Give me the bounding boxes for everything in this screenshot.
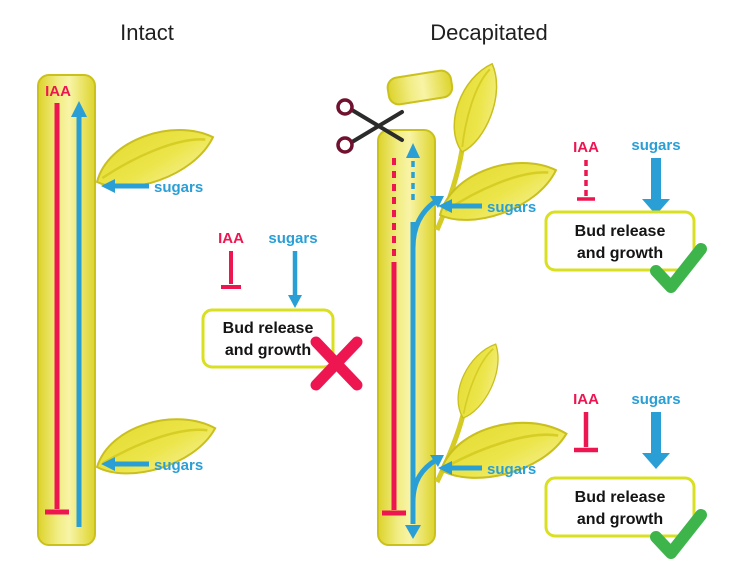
check-icon [650, 243, 707, 293]
schema-iaa-label: IAA [218, 230, 244, 247]
intact-title: Intact [120, 20, 174, 45]
leaf-vein [101, 138, 206, 180]
bud-box-line2: and growth [577, 245, 663, 262]
bud-box-line2: and growth [225, 342, 311, 359]
sugars-dashed-up-arrow [406, 143, 420, 200]
upper-bud-leaf-up [453, 62, 498, 153]
cross-icon [310, 336, 363, 391]
lower-bud-schema: IAA sugars Bud release and growth [544, 391, 707, 559]
bud-box-line1: Bud release [223, 320, 314, 337]
sugars-thick-down-arrow [642, 412, 670, 469]
intact-stem-iaa-label: IAA [45, 83, 71, 100]
iaa-residual-inhibition-line [382, 262, 406, 516]
schema-sugars-label: sugars [268, 230, 317, 247]
sugars-branch-to-lower-bud [410, 455, 444, 503]
lower-bud-sugars-arrow [438, 461, 482, 475]
scissors-icon [336, 98, 404, 154]
intact-stem [37, 74, 96, 546]
sugars-up-arrow [71, 101, 87, 527]
iaa-inhibition-symbol-dashed [577, 160, 595, 201]
cut-stem-segment [386, 69, 454, 106]
lower-bud-sugars-label: sugars [487, 461, 536, 478]
iaa-down-inhibition-line [45, 103, 69, 515]
bud-box-line1: Bud release [575, 489, 666, 506]
lower-bud-leaf-right [439, 421, 568, 479]
iaa-inhibition-symbol [574, 412, 598, 453]
upper-bud-sugars-arrow [438, 199, 482, 213]
decapitated-panel: Decapitated [336, 20, 707, 559]
intact-lower-leaf [95, 418, 217, 475]
intact-panel: Intact IAA sugars [37, 20, 363, 546]
bud-release-box [544, 476, 696, 538]
iaa-inhibition-symbol [221, 251, 241, 289]
decapitated-title: Decapitated [430, 20, 547, 45]
sugars-thick-down-arrow [642, 158, 670, 215]
upper-bud-schema: IAA sugars Bud release and growth [544, 137, 707, 293]
bud-box-line1: Bud release [575, 223, 666, 240]
decapitated-stem [377, 129, 436, 546]
sugars-down-arrow [288, 251, 302, 308]
schema-sugars-label: sugars [631, 137, 680, 154]
bud-release-box [201, 308, 335, 369]
schema-iaa-label: IAA [573, 391, 599, 408]
lower-bud-leaf-up [457, 343, 499, 419]
sugars-branch-to-upper-bud [410, 196, 444, 249]
leaf-vein [101, 428, 208, 465]
bud-box-line2: and growth [577, 511, 663, 528]
schema-sugars-label: sugars [631, 391, 680, 408]
upper-leaf-sugars-label: sugars [154, 179, 203, 196]
upper-leaf-sugars-arrow [101, 179, 149, 193]
sugars-main-line [405, 222, 421, 539]
upper-bud-sugars-label: sugars [487, 199, 536, 216]
schema-iaa-label: IAA [573, 139, 599, 156]
lower-bud-shoot [434, 343, 568, 484]
check-icon [650, 509, 707, 559]
lower-leaf-sugars-arrow [101, 457, 149, 471]
intact-bud-schema: IAA sugars Bud release and growth [201, 230, 363, 391]
bud-release-box [544, 210, 696, 272]
lower-leaf-sugars-label: sugars [154, 457, 203, 474]
